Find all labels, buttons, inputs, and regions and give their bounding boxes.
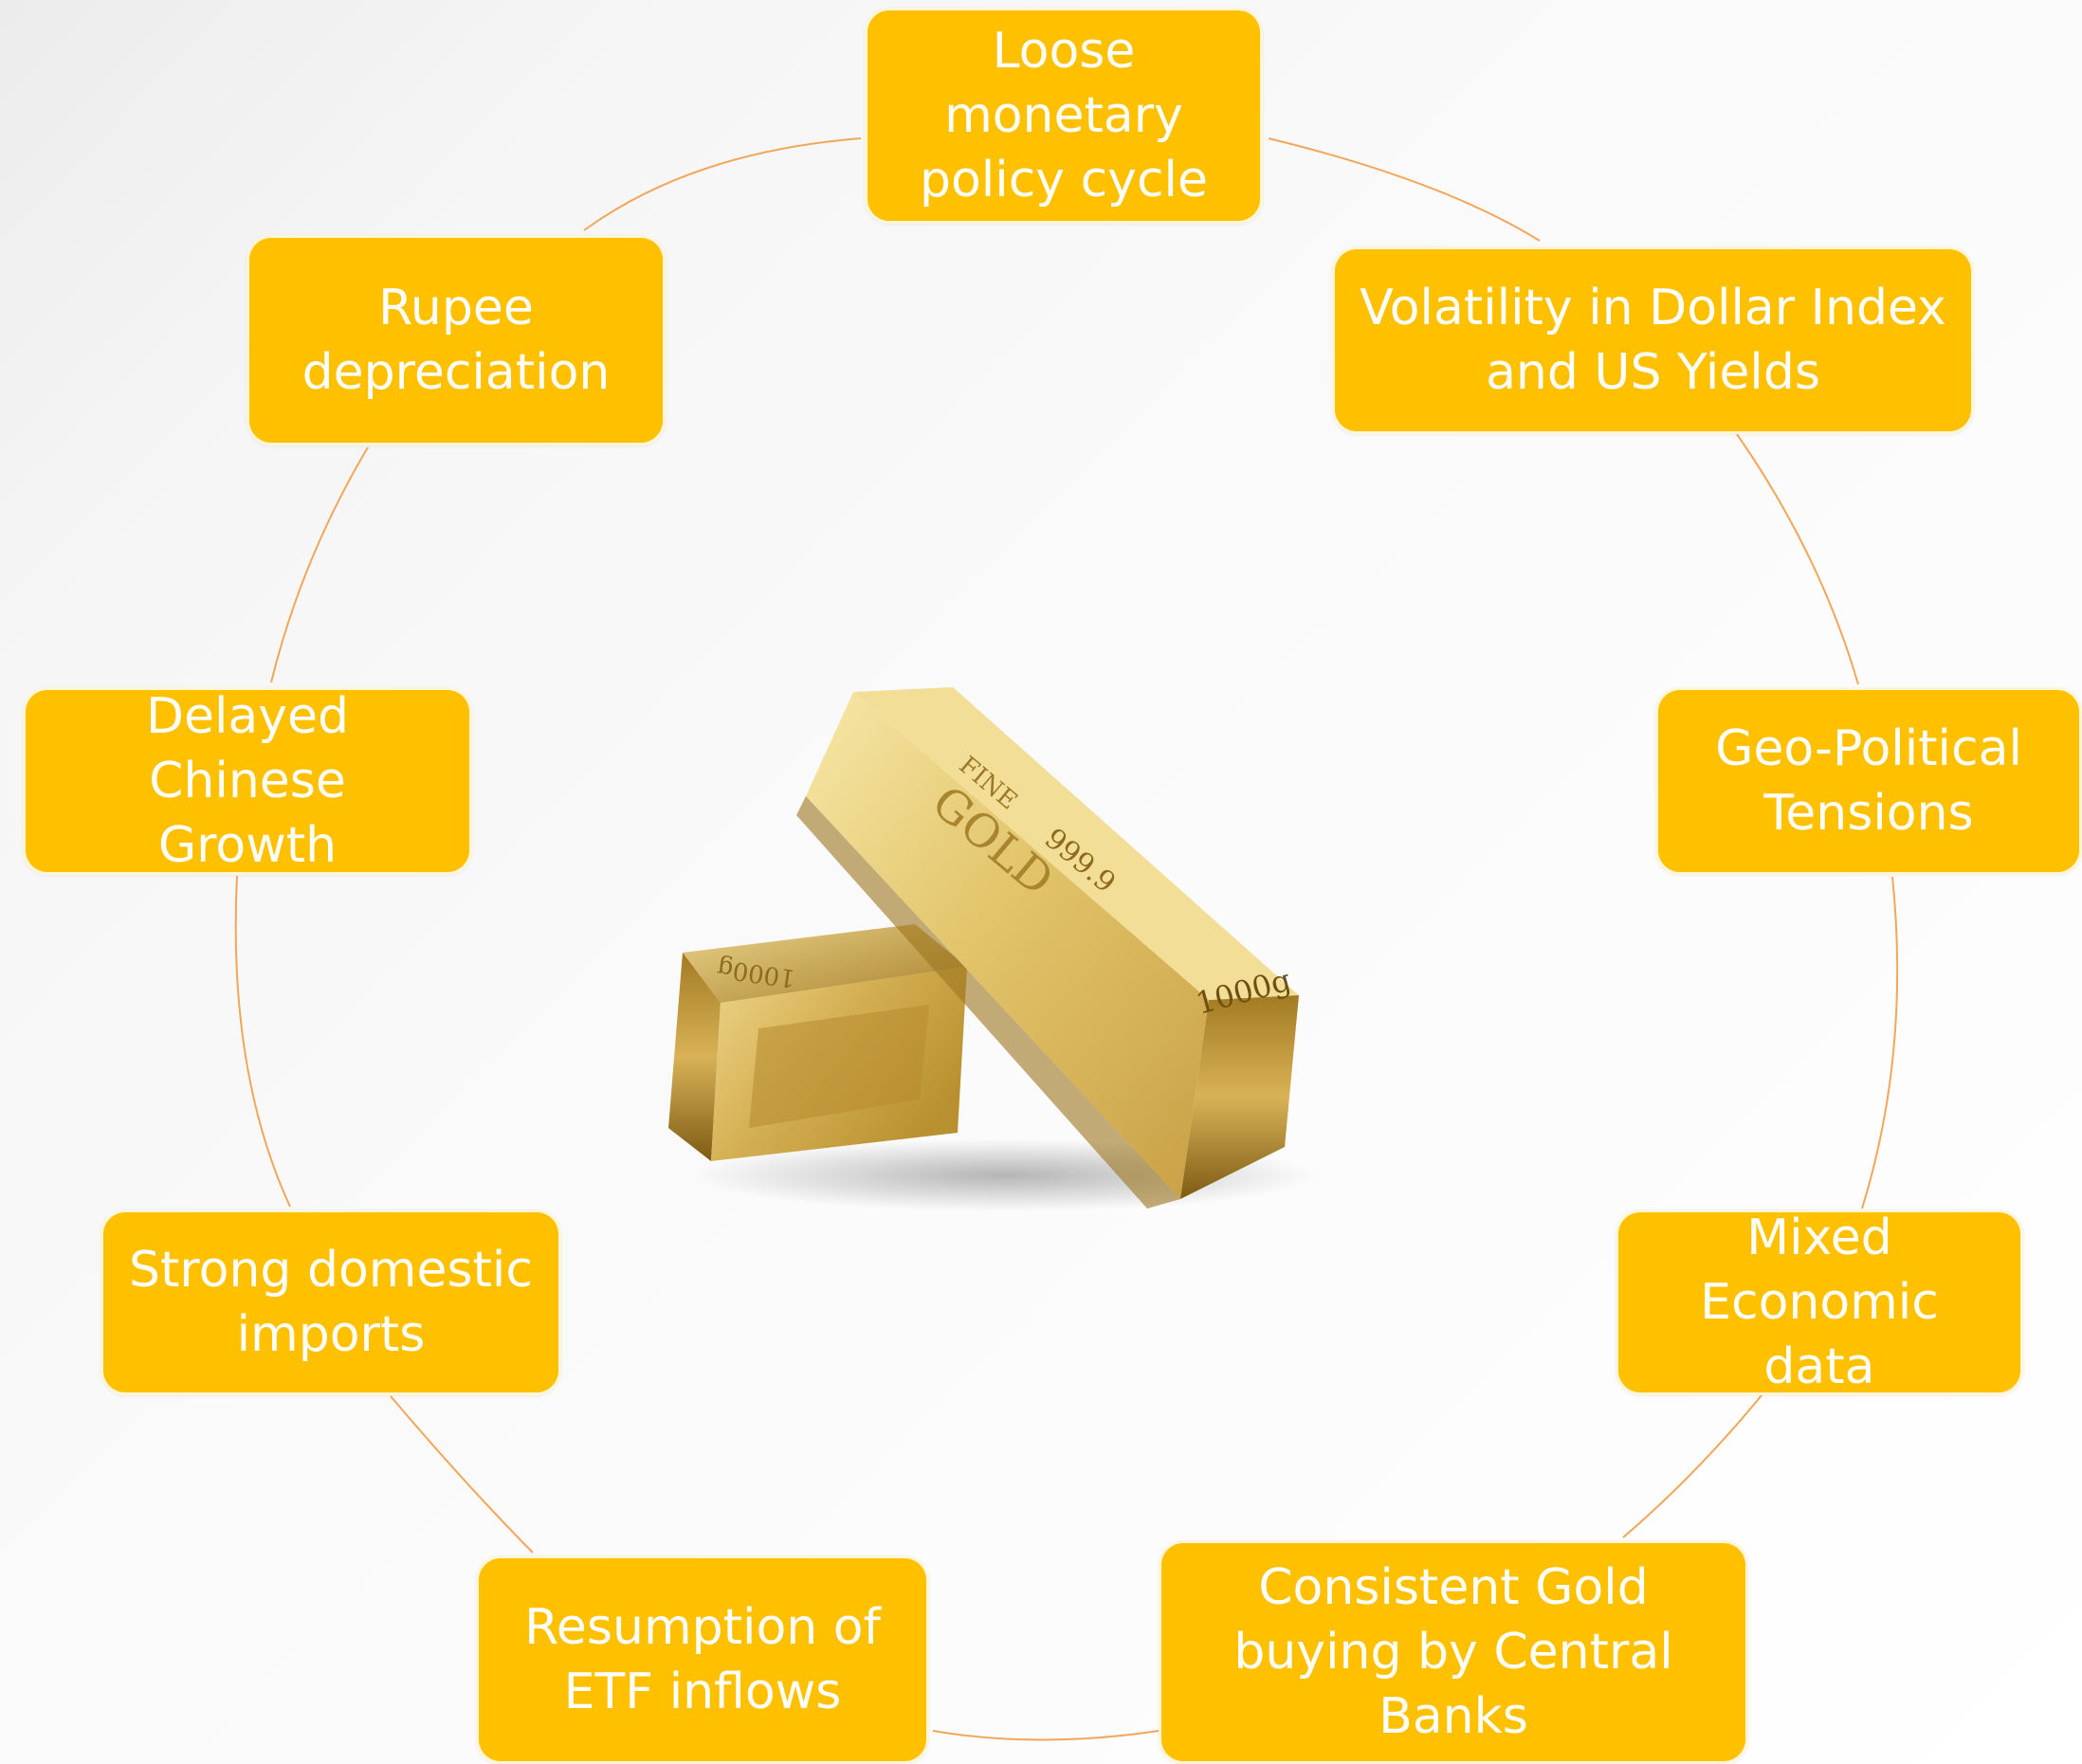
gold-bars-icon: 1000g FINE GOLD 999.9 1000g (668, 687, 1318, 1211)
connector-arc (270, 446, 369, 683)
driver-box-loose-monetary-policy: Loose monetary policy cycle (865, 8, 1263, 224)
driver-box-strong-domestic-imports: Strong domestic imports (100, 1209, 561, 1395)
driver-box-volatility-dollar-yields: Volatility in Dollar Index and US Yields (1332, 246, 1974, 434)
driver-box-etf-inflows: Resumption of ETF inflows (476, 1555, 929, 1764)
connector-arc (932, 1730, 1160, 1741)
driver-label: Geo-Political Tensions (1715, 720, 2022, 842)
driver-label: Rupee depreciation (301, 280, 611, 401)
driver-box-delayed-chinese-growth: Delayed Chinese Growth (23, 687, 472, 875)
driver-label: Consistent Gold buying by Central Banks (1233, 1559, 1673, 1745)
connector-arc (1268, 137, 1541, 242)
driver-label: Resumption of ETF inflows (524, 1599, 881, 1720)
connector-arc (234, 875, 291, 1208)
driver-label: Volatility in Dollar Index and US Yields (1360, 280, 1946, 401)
driver-label: Strong domestic imports (129, 1242, 533, 1363)
connector-arc (1622, 1394, 1762, 1538)
connector-arc (1736, 433, 1859, 685)
driver-label: Mixed Economic data (1700, 1209, 1939, 1395)
gold-bar-back: 1000g (668, 924, 967, 1161)
driver-box-mixed-economic-data: Mixed Economic data (1616, 1209, 2023, 1395)
driver-box-central-bank-buying: Consistent Gold buying by Central Banks (1159, 1540, 1748, 1764)
connector-arc (583, 137, 862, 231)
driver-box-geo-political-tensions: Geo-Political Tensions (1655, 687, 2082, 875)
driver-label: Delayed Chinese Growth (145, 688, 350, 874)
connector-arc (1861, 876, 1899, 1209)
connector-arc (390, 1395, 534, 1554)
gold-bar-front: FINE GOLD 999.9 1000g (796, 687, 1299, 1209)
driver-box-rupee-depreciation: Rupee depreciation (247, 235, 666, 446)
driver-label: Loose monetary policy cycle (919, 23, 1208, 209)
